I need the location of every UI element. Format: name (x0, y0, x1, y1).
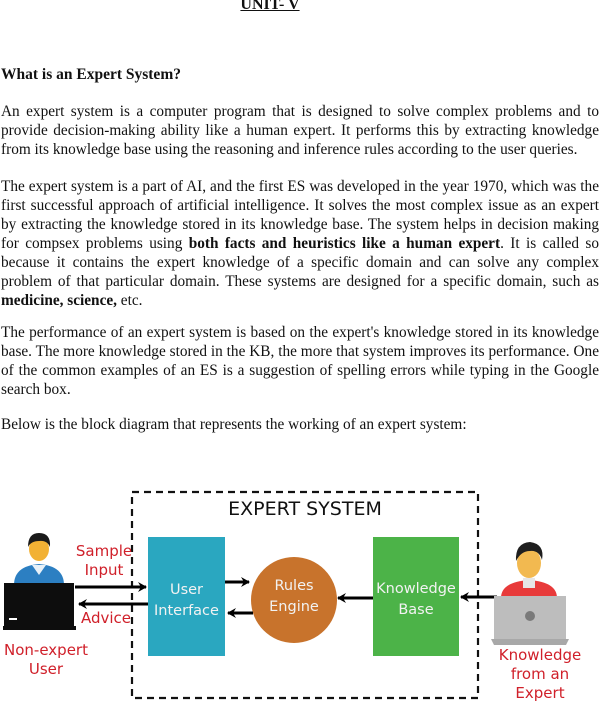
sample-input-label: Sample Input (75, 542, 133, 579)
system-boundary (130, 490, 480, 700)
text-segment: The performance of an expert system is b… (1, 324, 599, 398)
paragraph-definition: An expert system is a computer program t… (1, 102, 599, 159)
rules-engine-circle (251, 557, 337, 643)
section-heading: What is an Expert System? (1, 66, 181, 83)
text-segment: The expert system is a part of AI, and t… (1, 178, 599, 252)
expert-icon (491, 542, 569, 645)
user-interface-box (148, 537, 225, 656)
text-segment: . It is called so because it contains th… (1, 235, 599, 290)
paragraph-diagram-intro: Below is the block diagram that represen… (1, 415, 599, 434)
non-expert-user-icon (3, 533, 76, 630)
rules-engine-label: Rules Engine (269, 578, 319, 615)
paragraph-history: The expert system is a part of AI, and t… (1, 177, 599, 310)
bold-text: both facts and heuristics like a human e… (188, 235, 501, 252)
knowledge-base-label: Knowledge Base (376, 581, 456, 618)
non-expert-user-label: Non-expert User (4, 641, 88, 678)
paragraph-performance: The performance of an expert system is b… (1, 323, 599, 399)
user-interface-label: User Interface (154, 582, 219, 619)
expert-system-block-diagram: EXPERT SYSTEM Sample Input Advice Non-ex… (0, 480, 600, 707)
text-segment: etc. (116, 292, 143, 309)
advice-label: Advice (80, 609, 132, 627)
text-segment: An expert system is a computer program t… (1, 103, 599, 158)
knowledge-base-box (373, 537, 459, 656)
unit-title: UNIT- V (240, 0, 300, 13)
system-title: EXPERT SYSTEM (228, 498, 382, 520)
expert-label: Knowledge from an Expert (498, 646, 582, 702)
text-segment: Below is the block diagram that represen… (1, 416, 467, 433)
bold-text: medicine, science, (1, 292, 117, 309)
